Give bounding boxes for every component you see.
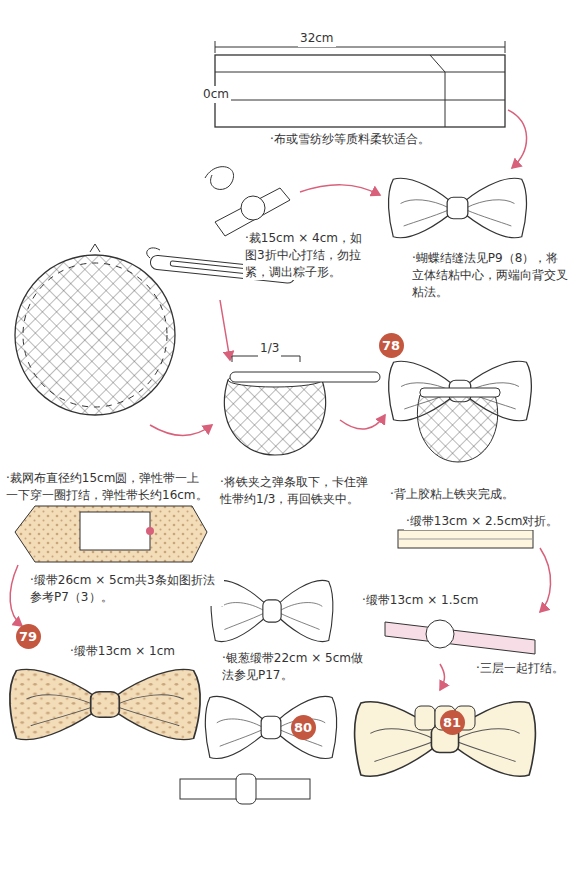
note-text: ·三层一起打结。 [474, 660, 566, 677]
note-text: ·缎带13cm × 1.5cm [360, 592, 480, 609]
callout-number: 81 [439, 709, 466, 736]
note-text: ·缎带13cm × 1cm [68, 643, 177, 660]
note-text: ·布或雪纺纱等质料柔软适合。 [268, 131, 432, 148]
note-text: ·裁15cm × 4cm，如图3折中心打结，勿拉紧，调出粽子形。 [243, 230, 375, 280]
note-text: ·背上胶粘上铁夹完成。 [388, 486, 516, 503]
callout-text: 80 [290, 720, 317, 735]
callout-number: 80 [290, 714, 317, 741]
note-text: ·缎带26cm × 5cm共3条如图折法参考P7（3）。 [28, 572, 224, 606]
dimension-label: 0cm [201, 86, 231, 103]
callout-text: 78 [378, 338, 405, 353]
callout-number: 78 [378, 332, 405, 359]
callout-text: 81 [439, 715, 466, 730]
note-text: ·缎带13cm × 2.5cm对折。 [404, 513, 560, 530]
callout-number: 79 [15, 623, 42, 650]
callout-text: 79 [15, 629, 42, 644]
dimension-label: 1/3 [258, 340, 281, 357]
note-text: ·将铁夹之弹条取下，卡住弹性带约1/3，再回铁夹中。 [218, 474, 370, 508]
note-text: ·蝴蝶结缝法见P9（8），将立体结粘中心，两端向背交叉粘法。 [410, 250, 572, 300]
dimension-label: 32cm [298, 30, 336, 47]
note-text: ·银葱缎带22cm × 5cm做法参见P17。 [220, 650, 374, 684]
note-text: ·裁网布直径约15cm圆，弹性带一上一下穿一圈打结，弹性带长约16cm。 [4, 470, 213, 504]
